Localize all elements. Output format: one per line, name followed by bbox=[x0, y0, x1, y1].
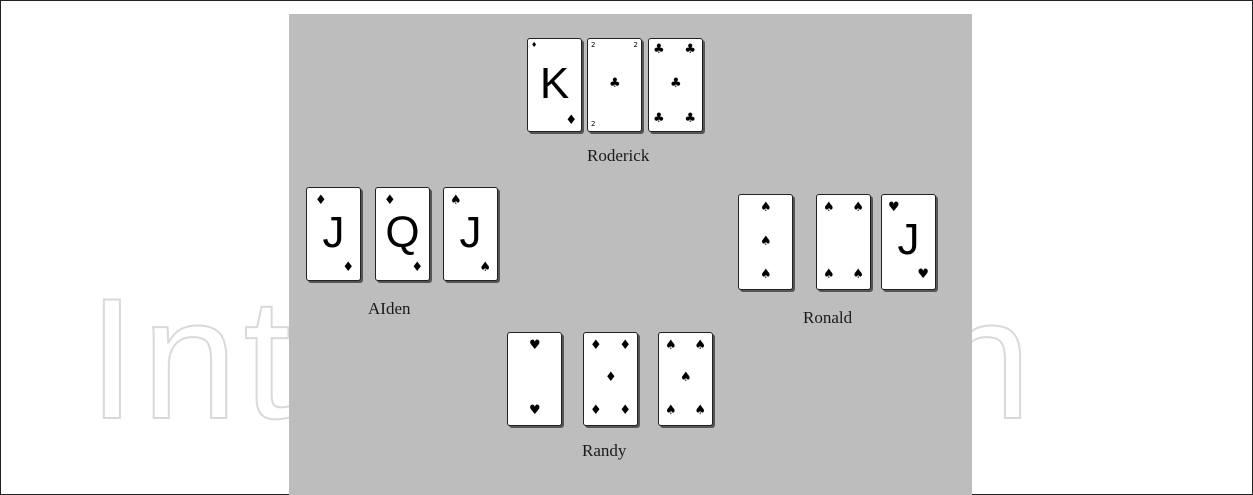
spade-icon: ♠ bbox=[665, 339, 677, 352]
card-corner: ♦ bbox=[531, 42, 537, 49]
heart-icon: ♥ bbox=[888, 201, 900, 214]
card-rank: J bbox=[882, 215, 935, 265]
alden-card-3[interactable]: ♠ J ♠ bbox=[443, 187, 498, 281]
spade-icon: ♠ bbox=[823, 201, 835, 214]
ronald-card-3[interactable]: ♥ J ♥ bbox=[881, 194, 936, 290]
diamond-icon: ♦ bbox=[605, 371, 617, 384]
spade-icon: ♠ bbox=[694, 404, 706, 417]
diamond-icon: ♦ bbox=[590, 339, 602, 352]
club-icon: ♣ bbox=[609, 77, 621, 90]
spade-icon: ♠ bbox=[694, 339, 706, 352]
diamond-icon: ♦ bbox=[619, 404, 631, 417]
diamond-icon: ♦ bbox=[590, 404, 602, 417]
club-icon: ♣ bbox=[670, 77, 682, 90]
alden-card-2[interactable]: ♦ Q ♦ bbox=[375, 187, 430, 281]
card-table: ♦ K ♦ 2 2 ♣ 2 ♣ ♣ ♣ ♣ ♣ Roderick ♦ J ♦ ♦… bbox=[289, 14, 972, 495]
heart-icon: ♥ bbox=[529, 404, 541, 417]
randy-card-2[interactable]: ♦ ♦ ♦ ♦ ♦ bbox=[583, 332, 638, 426]
spade-icon: ♠ bbox=[760, 235, 772, 248]
card-rank: Q bbox=[376, 208, 429, 258]
player-name-ronald: Ronald bbox=[803, 308, 852, 328]
spade-icon: ♠ bbox=[852, 201, 864, 214]
spade-icon: ♠ bbox=[450, 194, 462, 207]
randy-card-3[interactable]: ♠ ♠ ♠ ♠ ♠ bbox=[658, 332, 713, 426]
card-rank: J bbox=[307, 208, 360, 258]
card-corner: 2 bbox=[591, 42, 595, 49]
randy-card-1[interactable]: ♥ ♥ bbox=[507, 332, 562, 426]
club-icon: ♣ bbox=[653, 112, 665, 125]
spade-icon: ♠ bbox=[760, 201, 772, 214]
heart-icon: ♥ bbox=[917, 268, 929, 281]
player-name-roderick: Roderick bbox=[587, 146, 649, 166]
roderick-card-3[interactable]: ♣ ♣ ♣ ♣ ♣ bbox=[648, 38, 703, 132]
diamond-icon: ♦ bbox=[342, 261, 354, 274]
ronald-card-1[interactable]: ♠ ♠ ♠ bbox=[738, 194, 793, 290]
spade-icon: ♠ bbox=[760, 268, 772, 281]
roderick-card-2[interactable]: 2 2 ♣ 2 bbox=[587, 38, 642, 132]
spade-icon: ♠ bbox=[823, 268, 835, 281]
club-icon: ♣ bbox=[653, 43, 665, 56]
player-name-randy: Randy bbox=[582, 441, 626, 461]
heart-icon: ♥ bbox=[529, 339, 541, 352]
alden-card-1[interactable]: ♦ J ♦ bbox=[306, 187, 361, 281]
roderick-card-1[interactable]: ♦ K ♦ bbox=[527, 38, 582, 132]
spade-icon: ♠ bbox=[665, 404, 677, 417]
spade-icon: ♠ bbox=[852, 268, 864, 281]
diamond-icon: ♦ bbox=[384, 194, 396, 207]
club-icon: ♣ bbox=[684, 112, 696, 125]
card-corner: 2 bbox=[591, 121, 595, 128]
diamond-icon: ♦ bbox=[565, 114, 577, 127]
club-icon: ♣ bbox=[684, 43, 696, 56]
spade-icon: ♠ bbox=[680, 371, 692, 384]
card-rank: K bbox=[528, 59, 581, 109]
diamond-icon: ♦ bbox=[411, 261, 423, 274]
card-rank: J bbox=[444, 208, 497, 258]
diamond-icon: ♦ bbox=[315, 194, 327, 207]
ronald-card-2[interactable]: ♠ ♠ ♠ ♠ bbox=[816, 194, 871, 290]
spade-icon: ♠ bbox=[479, 261, 491, 274]
player-name-alden: AIden bbox=[368, 299, 410, 319]
diamond-icon: ♦ bbox=[619, 339, 631, 352]
card-corner: 2 bbox=[634, 42, 638, 49]
